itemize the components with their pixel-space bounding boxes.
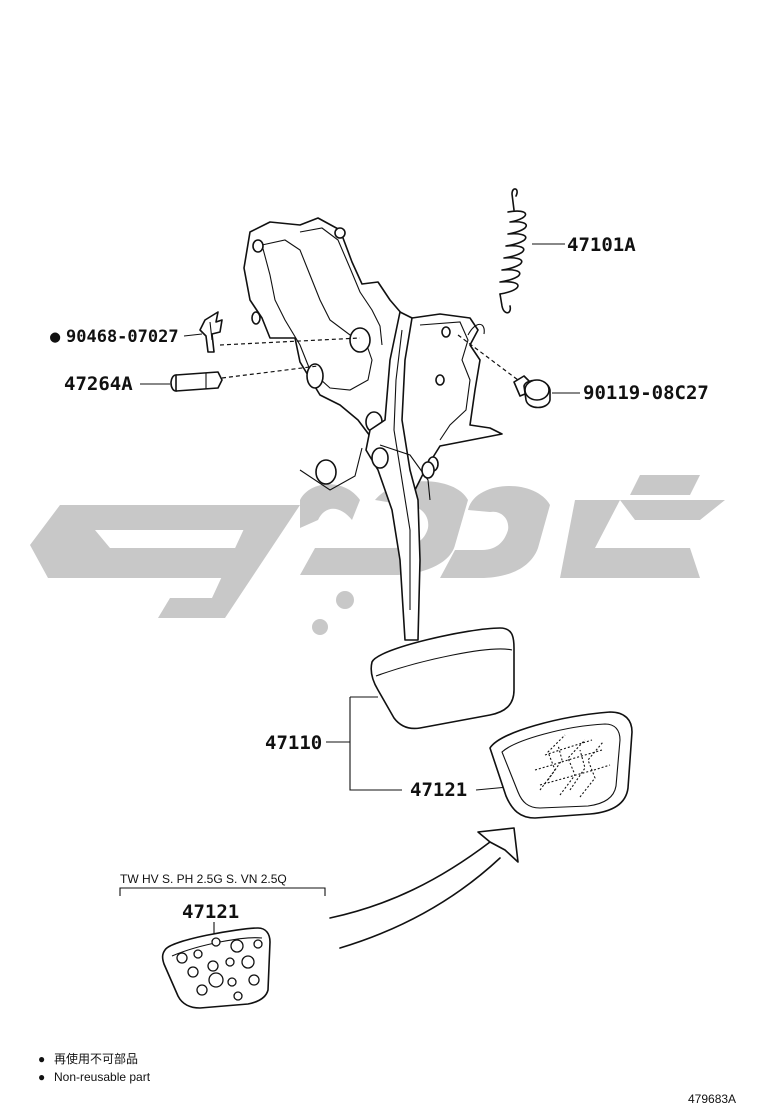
pedal-arm xyxy=(365,311,435,641)
dash-pin xyxy=(221,365,319,379)
pedal-pad-top xyxy=(370,627,515,730)
label-90119-08C27: 90119-08C27 xyxy=(583,382,709,404)
alt-pedal-pad xyxy=(161,927,271,1009)
legend-bullet-2: ● xyxy=(38,1070,45,1084)
label-90468-07027: 90468-07027 xyxy=(66,327,179,347)
label-47264A: 47264A xyxy=(64,373,133,395)
legend-bullet-1: ● xyxy=(38,1052,45,1066)
variant-bracket xyxy=(119,887,326,896)
watermark-logo xyxy=(30,475,725,635)
pedal-bracket xyxy=(243,217,503,501)
leader-47110-bracket xyxy=(349,697,402,791)
legend-jp: 再使用不可部品 xyxy=(54,1051,138,1066)
dash-clip xyxy=(219,337,361,346)
pin-part xyxy=(170,371,223,392)
label-47121-alt: 47121 xyxy=(182,901,239,923)
bullet-clip: ● xyxy=(50,327,61,347)
label-47110: 47110 xyxy=(265,732,322,754)
bolt-part xyxy=(513,375,551,409)
spring-part xyxy=(499,188,528,314)
figure-id: 479683A xyxy=(688,1092,736,1106)
leader-clip xyxy=(183,333,203,337)
label-47121-main: 47121 xyxy=(410,779,467,801)
variant-note: TW HV S. PH 2.5G S. VN 2.5Q xyxy=(120,872,287,886)
clip-part xyxy=(199,311,223,353)
label-47101A: 47101A xyxy=(567,234,636,256)
dash-bolt xyxy=(457,334,519,381)
legend-en: Non-reusable part xyxy=(54,1070,151,1084)
rubber-pad xyxy=(489,711,633,819)
curved-arrow xyxy=(329,827,519,949)
